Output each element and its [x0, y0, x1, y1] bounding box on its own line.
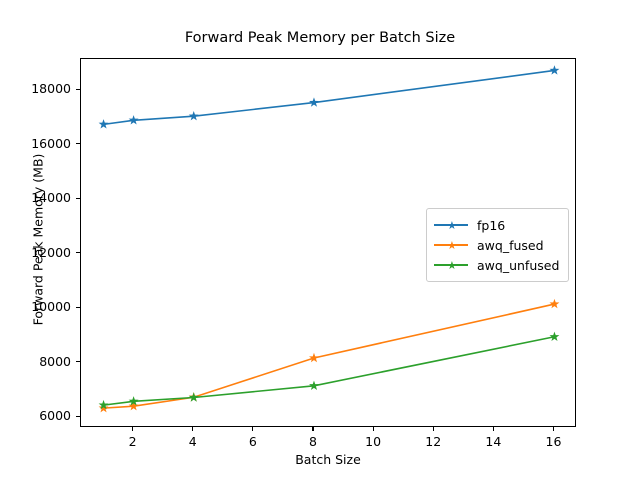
plot-area — [80, 58, 576, 427]
y-tick-mark — [76, 143, 80, 145]
data-point-marker — [549, 298, 560, 309]
y-tick-mark — [76, 306, 80, 308]
y-tick-label: 12000 — [31, 244, 71, 260]
x-tick-mark — [432, 427, 434, 431]
legend-label: awq_unfused — [477, 257, 560, 273]
x-tick-mark — [192, 427, 194, 431]
x-tick-mark — [252, 427, 254, 431]
y-tick-mark — [76, 88, 80, 90]
data-point-marker — [549, 65, 560, 75]
data-point-marker — [98, 119, 109, 129]
legend-line — [434, 244, 468, 246]
legend-label: awq_fused — [477, 237, 544, 253]
y-tick-label: 14000 — [31, 190, 71, 206]
legend-swatch-icon: ★ — [434, 239, 468, 251]
x-tick-label: 6 — [248, 434, 257, 449]
x-tick-label: 2 — [128, 434, 137, 449]
legend: ★ fp16 ★ awq_fused ★ awq_unfused — [426, 208, 570, 282]
x-tick-mark — [552, 427, 555, 431]
legend-item-fp16[interactable]: ★ fp16 — [434, 215, 559, 235]
x-tick-mark — [372, 427, 374, 431]
data-point-marker — [128, 115, 139, 125]
y-tick-mark — [76, 361, 80, 363]
y-tick-mark — [76, 197, 80, 199]
data-point-marker — [309, 352, 319, 363]
data-point-marker — [549, 331, 560, 341]
x-tick-label: 4 — [188, 434, 197, 449]
data-point-marker — [128, 401, 139, 411]
x-tick-label: 16 — [545, 434, 562, 449]
y-tick-label: 6000 — [39, 408, 71, 424]
legend-swatch-icon: ★ — [434, 259, 468, 271]
page-title: Forward Peak Memory per Batch Size — [184, 30, 456, 46]
y-tick-label: 16000 — [31, 135, 71, 151]
x-axis-label: Batch Size — [295, 452, 361, 467]
x-tick-label: 14 — [485, 434, 502, 449]
data-point-marker — [188, 392, 199, 402]
y-tick-label: 18000 — [31, 81, 71, 97]
series-line-fp16 — [103, 69, 555, 126]
data-point-marker — [128, 396, 139, 406]
legend-line — [434, 264, 468, 266]
legend-label: fp16 — [477, 217, 506, 233]
series-line-awq_unfused — [103, 335, 555, 406]
data-point-marker — [309, 380, 319, 390]
series-line-awq_fused — [103, 303, 555, 409]
y-tick-mark — [76, 252, 80, 254]
x-tick-mark — [312, 427, 314, 431]
y-tick-label: 8000 — [39, 353, 71, 369]
legend-item-awq_unfused[interactable]: ★ awq_unfused — [434, 255, 559, 275]
x-tick-mark — [492, 427, 494, 431]
x-tick-mark — [132, 427, 134, 431]
x-tick-label: 12 — [425, 434, 442, 449]
y-tick-mark — [76, 415, 80, 417]
legend-star-icon: ★ — [447, 239, 457, 252]
legend-line — [434, 224, 468, 226]
data-point-marker — [98, 402, 109, 413]
legend-swatch-icon: ★ — [434, 219, 468, 231]
x-tick-label: 8 — [308, 434, 317, 449]
legend-star-icon: ★ — [447, 259, 457, 272]
plot-series-svg — [98, 65, 560, 413]
y-tick-label: 10000 — [31, 299, 71, 315]
data-point-marker — [188, 110, 199, 121]
data-point-marker — [309, 97, 319, 107]
data-point-marker — [98, 399, 109, 410]
legend-star-icon: ★ — [447, 219, 457, 232]
x-tick-label: 10 — [365, 434, 382, 449]
legend-item-awq_fused[interactable]: ★ awq_fused — [434, 235, 559, 255]
